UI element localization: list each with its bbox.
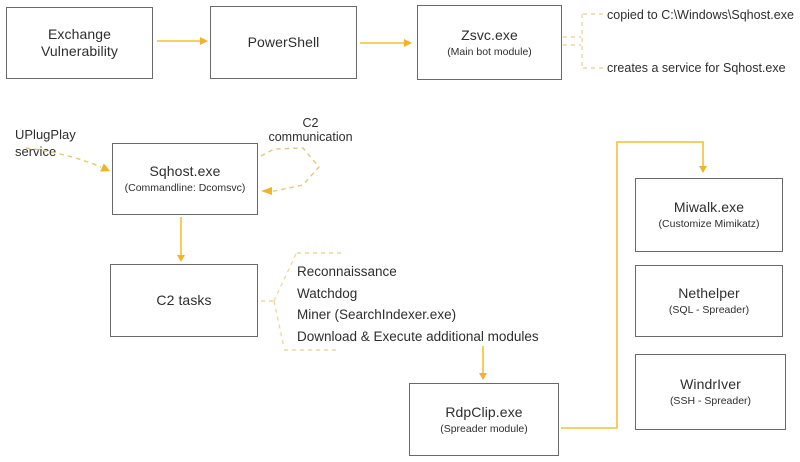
node-nethelper-title: Nethelper <box>678 285 740 301</box>
annotation-creates-service: creates a service for Sqhost.exe <box>607 61 786 75</box>
annotation-c2-communication: C2 communication <box>268 116 353 144</box>
node-rdpclip: RdpClip.exe (Spreader module) <box>409 383 559 456</box>
node-zsvc-title: Zsvc.exe <box>461 26 518 43</box>
node-miwalk-title: Miwalk.exe <box>673 199 745 215</box>
dashed-c2-communication-loop <box>260 147 320 195</box>
arrow-powershell-to-zsvc <box>360 39 412 47</box>
node-powershell: PowerShell <box>210 6 357 79</box>
node-miwalk-subtitle: (Customize Mimikatz) <box>658 218 760 230</box>
node-exchange-vulnerability: Exchange Vulnerability <box>6 7 153 79</box>
task-item-watchdog: Watchdog <box>297 285 358 301</box>
node-windriver-subtitle: (SSH - Spreader) <box>669 395 752 407</box>
node-windriver: WindrIver (SSH - Spreader) <box>635 354 786 430</box>
node-nethelper: Nethelper (SQL - Spreader) <box>635 265 783 337</box>
node-zsvc: Zsvc.exe (Main bot module) <box>417 5 562 80</box>
annotation-copied-to-sqhost: copied to C:\Windows\Sqhost.exe <box>607 8 794 22</box>
node-miwalk: Miwalk.exe (Customize Mimikatz) <box>635 178 783 252</box>
annotation-uplugplay-service: UPlugPlay service <box>15 127 76 159</box>
arrow-exchange-to-powershell <box>157 37 208 45</box>
c2-task-list: Reconnaissance Watchdog Miner (SearchInd… <box>297 261 539 347</box>
node-c2-tasks-title: C2 tasks <box>156 292 212 308</box>
node-rdpclip-title: RdpClip.exe <box>445 403 523 420</box>
node-sqhost-subtitle: (Commandline: Dcomsvc) <box>124 182 246 194</box>
dashed-zsvc-annotation-links <box>563 13 603 69</box>
node-sqhost: Sqhost.exe (Commandline: Dcomsvc) <box>112 143 258 215</box>
node-windriver-title: WindrIver <box>680 376 741 392</box>
node-zsvc-subtitle: (Main bot module) <box>447 45 532 58</box>
node-exchange-title: Exchange Vulnerability <box>40 26 119 59</box>
task-item-reconnaissance: Reconnaissance <box>297 264 397 279</box>
task-item-download-execute: Download & Execute additional modules <box>297 328 539 344</box>
node-c2-tasks: C2 tasks <box>110 264 258 337</box>
arrow-sqhost-to-c2tasks <box>177 217 185 262</box>
node-rdpclip-subtitle: (Spreader module) <box>440 422 528 435</box>
node-sqhost-title: Sqhost.exe <box>149 163 221 179</box>
node-powershell-title: PowerShell <box>247 34 320 50</box>
task-item-miner: Miner (SearchIndexer.exe) <box>297 307 457 323</box>
node-nethelper-subtitle: (SQL - Spreader) <box>668 304 750 316</box>
arrow-tasks-to-rdpclip <box>479 346 487 380</box>
